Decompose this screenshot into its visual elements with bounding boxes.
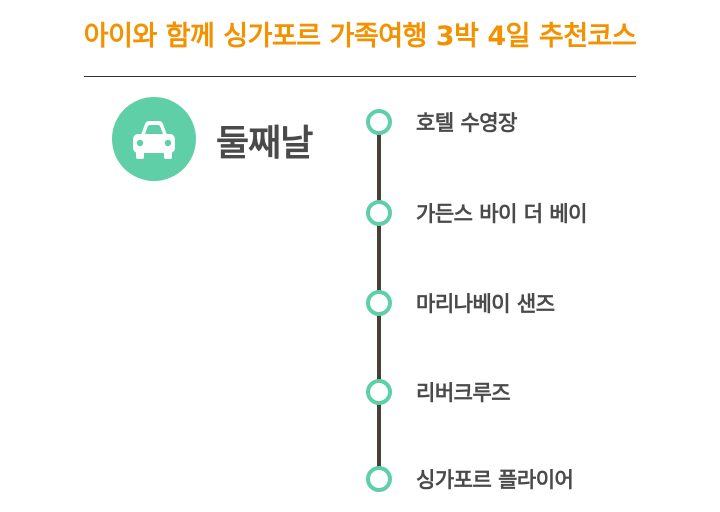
title-divider (84, 76, 636, 77)
timeline-stop: 리버크루즈 (366, 379, 511, 405)
timeline-dot (366, 200, 392, 226)
day-icon-badge (112, 97, 196, 181)
timeline-dot (366, 379, 392, 405)
timeline-stop: 가든스 바이 더 베이 (366, 200, 588, 226)
day-label: 둘째날 (216, 123, 313, 164)
timeline-dot (366, 290, 392, 316)
timeline-stop: 싱가포르 플라이어 (366, 466, 574, 492)
timeline-stop: 호텔 수영장 (366, 109, 517, 135)
car-icon (133, 121, 175, 159)
stop-label: 호텔 수영장 (416, 111, 517, 135)
timeline-dot (366, 109, 392, 135)
stop-label: 마리나베이 샌즈 (416, 292, 555, 316)
timeline-stop: 마리나베이 샌즈 (366, 290, 555, 316)
timeline-dot (366, 466, 392, 492)
stop-label: 싱가포르 플라이어 (416, 468, 574, 492)
page-title: 아이와 함께 싱가포르 가족여행 3박 4일 추천코스 (83, 21, 637, 52)
stop-label: 리버크루즈 (416, 381, 511, 405)
stop-label: 가든스 바이 더 베이 (416, 202, 588, 226)
